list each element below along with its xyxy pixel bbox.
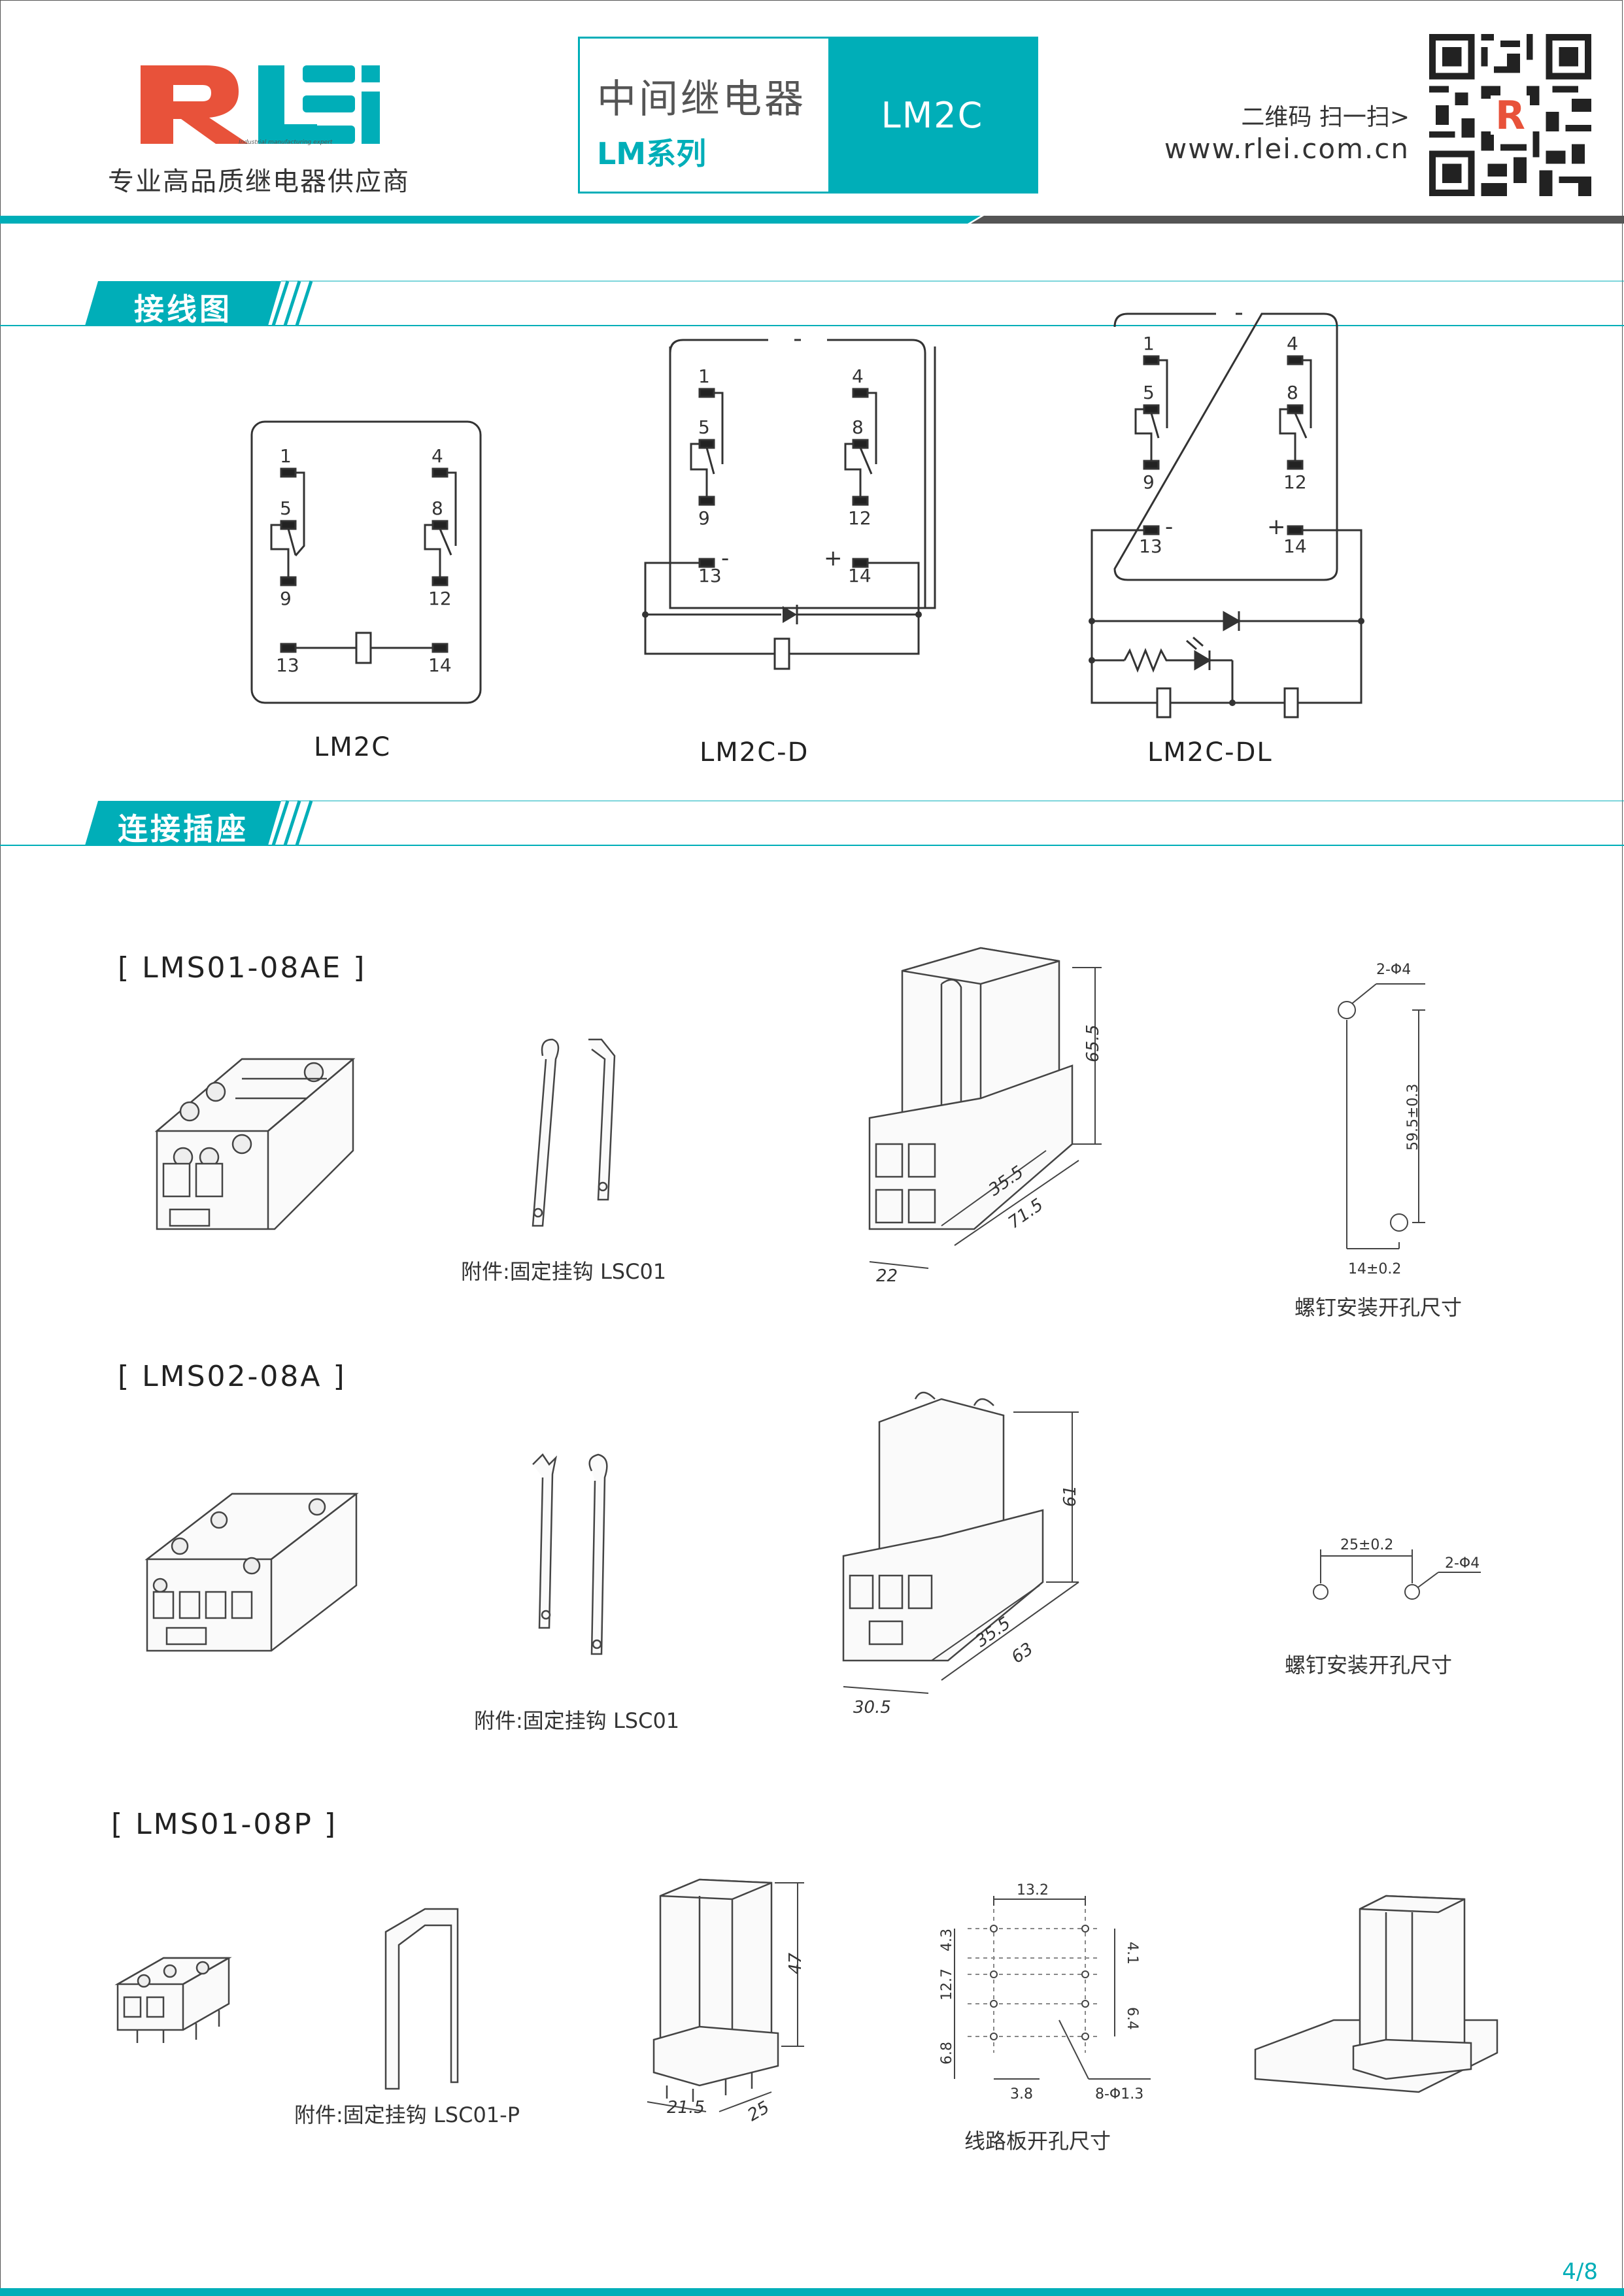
mount-caption-lms01-08ae: 螺钉安装开孔尺寸 xyxy=(1294,1295,1463,1320)
mount-lms01-08ae-drawing: 2-Φ4 59.5±0.3 14±0.2 xyxy=(1338,962,1425,1277)
accessory-lms02-08a: 附件:固定挂钩 LSC01 xyxy=(474,1708,680,1733)
svg-text:6.8: 6.8 xyxy=(939,2042,955,2065)
svg-text:12: 12 xyxy=(1283,471,1307,493)
caption-lm2c-dl: LM2C-DL xyxy=(1147,737,1273,768)
website-link[interactable]: www.rlei.com.cn xyxy=(1164,133,1410,165)
socket-lms01-08p-image xyxy=(114,1957,232,2043)
svg-text:25: 25 xyxy=(745,2098,773,2126)
socket-lms01-08p-mounted-image xyxy=(1254,1895,1498,2093)
svg-text:14: 14 xyxy=(428,654,452,676)
svg-text:47: 47 xyxy=(786,1952,805,1974)
svg-text:2-Φ4: 2-Φ4 xyxy=(1376,962,1411,978)
accessory-lms01-08p: 附件:固定挂钩 LSC01-P xyxy=(294,2102,520,2127)
svg-text:1: 1 xyxy=(698,365,710,387)
svg-text:4: 4 xyxy=(431,445,443,467)
svg-text:5: 5 xyxy=(1143,382,1155,403)
svg-text:+: + xyxy=(824,545,843,571)
svg-text:5: 5 xyxy=(280,498,292,519)
product-category: 中间继电器 xyxy=(597,76,806,122)
svg-text:4: 4 xyxy=(1287,333,1298,354)
logo-tagline: Industrial manufacturing expert xyxy=(239,139,333,146)
svg-text:21.5: 21.5 xyxy=(667,2098,705,2118)
svg-text:8: 8 xyxy=(852,416,864,438)
svg-text:63: 63 xyxy=(1008,1639,1037,1668)
svg-text:5: 5 xyxy=(698,416,710,438)
section-title-sockets: 连接插座 xyxy=(118,811,248,847)
svg-text:4.3: 4.3 xyxy=(939,1929,955,1951)
svg-text:3.8: 3.8 xyxy=(1010,2086,1033,2102)
hook-lsc01-image xyxy=(532,1038,616,1227)
svg-text:4.1: 4.1 xyxy=(1124,1942,1140,1965)
product-model: LM2C xyxy=(828,39,1036,192)
svg-text:61: 61 xyxy=(1060,1485,1080,1507)
svg-text:2-Φ4: 2-Φ4 xyxy=(1445,1555,1480,1572)
qr-label: 二维码 扫一扫> xyxy=(1241,104,1410,131)
pcb-layout-drawing: 13.2 4.3 12.7 6.8 4.1 6.4 3.8 8-Φ1.3 xyxy=(939,1883,1151,2102)
pcb-caption: 线路板开孔尺寸 xyxy=(964,2129,1111,2153)
svg-text:14: 14 xyxy=(848,565,871,586)
socket-lms02-08a-dimension: 61 35.5 63 30.5 xyxy=(842,1391,1080,1717)
svg-text:8-Φ1.3: 8-Φ1.3 xyxy=(1095,2086,1143,2102)
socket-lms01-08ae-dimension: 65.5 35.5 71.5 22 xyxy=(868,947,1103,1286)
section-tab-sockets xyxy=(0,800,1624,846)
svg-text:22: 22 xyxy=(876,1266,898,1286)
svg-text:-: - xyxy=(1165,514,1173,540)
svg-text:1: 1 xyxy=(280,445,292,467)
socket-lms01-08p-dimension: 47 21.5 25 xyxy=(647,1878,805,2126)
rlei-logo: Industrial manufacturing expert xyxy=(141,65,380,146)
qr-code-icon[interactable]: R xyxy=(1429,34,1591,196)
caption-lm2c-d: LM2C-D xyxy=(700,737,809,768)
svg-text:1: 1 xyxy=(1143,333,1155,354)
svg-text:30.5: 30.5 xyxy=(853,1698,891,1717)
svg-text:9: 9 xyxy=(1143,471,1155,493)
wiring-diagram-lm2c-d xyxy=(644,339,936,670)
mount-caption-lms02-08a: 螺钉安装开孔尺寸 xyxy=(1285,1653,1453,1678)
svg-text:13.2: 13.2 xyxy=(1017,1883,1049,1899)
section-tab-wiring xyxy=(0,280,1624,326)
svg-text:14±0.2: 14±0.2 xyxy=(1348,1261,1401,1277)
svg-text:6.4: 6.4 xyxy=(1124,2007,1140,2030)
hook-lsc01-image-2 xyxy=(532,1453,608,1655)
svg-text:8: 8 xyxy=(1287,382,1298,403)
model-title-lms01-08ae: [ LMS01-08AE ] xyxy=(118,951,367,985)
accessory-lms01-08ae: 附件:固定挂钩 LSC01 xyxy=(461,1259,667,1284)
mount-lms02-08a-drawing: 25±0.2 2-Φ4 xyxy=(1313,1537,1481,1600)
svg-text:-: - xyxy=(721,545,729,571)
svg-text:4: 4 xyxy=(852,365,864,387)
product-box: 中间继电器 LM系列 LM2C xyxy=(578,37,1038,194)
model-title-lms02-08a: [ LMS02-08A ] xyxy=(118,1360,347,1393)
svg-text:14: 14 xyxy=(1283,535,1307,557)
svg-text:12: 12 xyxy=(428,588,452,609)
svg-text:13: 13 xyxy=(276,654,299,676)
svg-text:+: + xyxy=(1267,514,1286,540)
svg-text:65.5: 65.5 xyxy=(1083,1024,1103,1062)
model-title-lms01-08p: [ LMS01-08P ] xyxy=(111,1808,338,1841)
page-number: 4/8 xyxy=(1562,2259,1598,2285)
socket-lms01-08ae-image xyxy=(154,1058,356,1230)
svg-text:12: 12 xyxy=(848,507,871,529)
product-series: LM系列 xyxy=(597,136,707,171)
svg-text:71.5: 71.5 xyxy=(1005,1195,1047,1233)
logo-subtitle: 专业高品质继电器供应商 xyxy=(108,167,410,197)
svg-text:9: 9 xyxy=(280,588,292,609)
section-title-wiring: 接线图 xyxy=(134,292,232,327)
svg-text:9: 9 xyxy=(698,507,710,529)
svg-text:8: 8 xyxy=(431,498,443,519)
svg-text:25±0.2: 25±0.2 xyxy=(1340,1537,1393,1553)
hook-lsc01-p-image xyxy=(384,1908,459,2090)
svg-text:R: R xyxy=(1495,93,1525,139)
footer-bar xyxy=(0,2288,1624,2296)
socket-lms02-08a-image xyxy=(144,1493,359,1652)
svg-text:12.7: 12.7 xyxy=(939,1968,955,2001)
header-divider xyxy=(0,216,1624,224)
svg-text:59.5±0.3: 59.5±0.3 xyxy=(1405,1084,1421,1151)
caption-lm2c: LM2C xyxy=(314,732,392,762)
svg-text:13: 13 xyxy=(1139,535,1162,557)
svg-text:13: 13 xyxy=(698,565,722,586)
